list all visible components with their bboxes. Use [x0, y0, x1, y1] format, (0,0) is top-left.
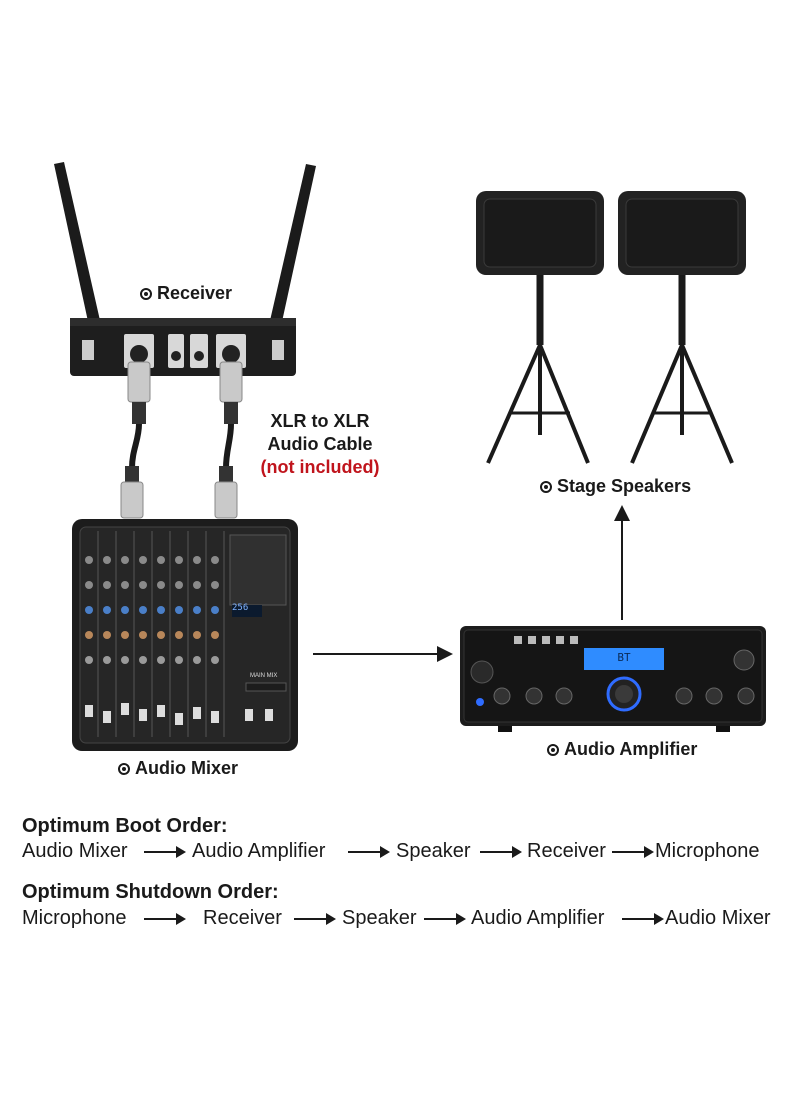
cable-label: XLR to XLR Audio Cable (not included) — [260, 411, 380, 477]
speaker-left — [476, 191, 604, 464]
audio-mixer-device — [72, 519, 298, 751]
arrow-right-icon — [313, 646, 453, 662]
target-icon — [118, 762, 130, 775]
boot-order-row: Audio Mixer Audio Amplifier Speaker Rece… — [22, 840, 782, 866]
shutdown-step: Receiver — [203, 907, 282, 929]
stage-speakers-label: Stage Speakers — [540, 476, 691, 497]
speaker-right — [618, 191, 746, 464]
boot-step: Audio Mixer — [22, 840, 128, 862]
shutdown-step: Speaker — [342, 907, 417, 929]
arrow-right-icon — [480, 846, 522, 858]
mixer-display: 256 — [232, 603, 249, 613]
arrow-right-icon — [144, 846, 186, 858]
arrow-right-icon — [424, 913, 466, 925]
arrow-right-icon — [622, 913, 664, 925]
target-icon — [540, 480, 552, 493]
shutdown-step: Audio Amplifier — [471, 907, 605, 929]
target-icon — [547, 743, 559, 756]
arrow-right-icon — [144, 913, 186, 925]
arrow-up-icon — [614, 505, 630, 620]
boot-order-title: Optimum Boot Order: — [22, 815, 228, 837]
boot-step: Microphone — [655, 840, 760, 862]
arrow-right-icon — [612, 846, 654, 858]
shutdown-order-title: Optimum Shutdown Order: — [22, 881, 279, 903]
target-icon — [140, 287, 152, 300]
audio-mixer-label: Audio Mixer — [118, 758, 238, 779]
arrow-right-icon — [294, 913, 336, 925]
receiver-label: Receiver — [140, 283, 232, 304]
shutdown-order-row: Microphone Receiver Speaker Audio Amplif… — [22, 907, 782, 933]
shutdown-step: Audio Mixer — [665, 907, 771, 929]
boot-step: Receiver — [527, 840, 606, 862]
audio-amplifier-label: Audio Amplifier — [547, 739, 697, 760]
amp-display-text: BT — [617, 651, 631, 664]
mixer-main-mix-label: MAIN MIX — [250, 673, 278, 679]
audio-amplifier-device — [460, 626, 766, 732]
shutdown-step: Microphone — [22, 907, 127, 929]
boot-step: Audio Amplifier — [192, 840, 326, 862]
arrow-right-icon — [348, 846, 390, 858]
boot-step: Speaker — [396, 840, 471, 862]
receiver-device — [54, 162, 316, 519]
stage-speakers — [476, 191, 746, 464]
